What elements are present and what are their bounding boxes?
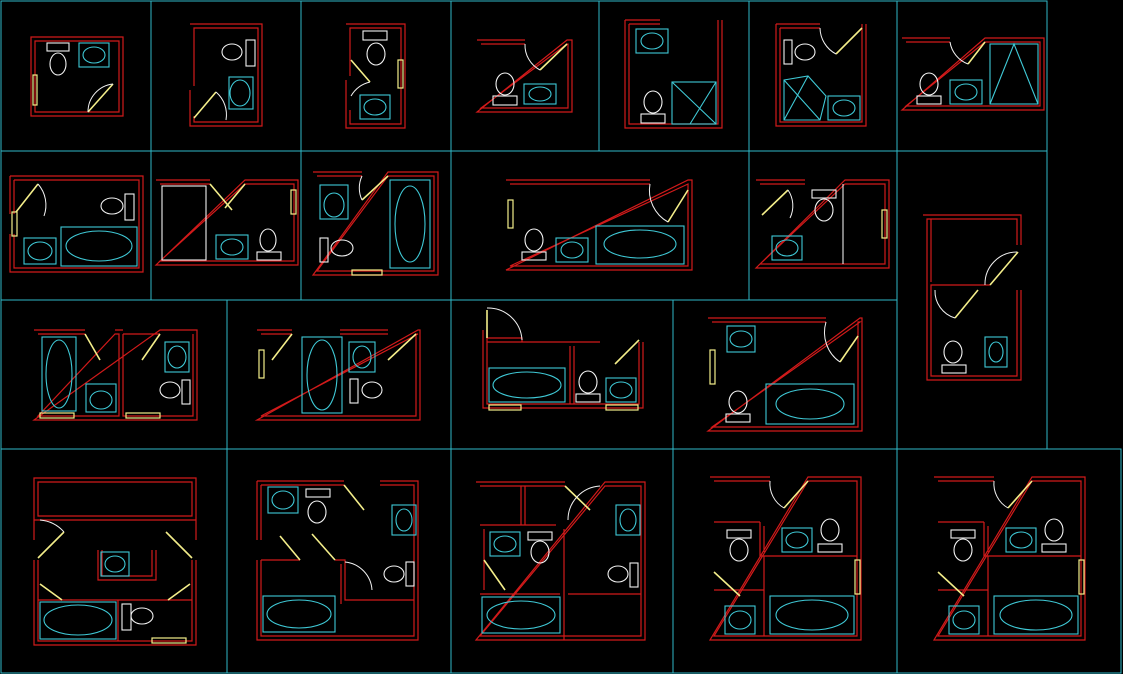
floor-plan-r3c3 [482, 307, 644, 411]
floor-plan-r1c1 [30, 36, 124, 117]
floor-plan-r4c5 [932, 476, 1086, 641]
floor-plan-r4c1 [33, 477, 197, 646]
floor-plan-r1c5 [624, 19, 723, 129]
floor-plan-r4c4 [708, 476, 862, 641]
floor-plan-r1c4 [475, 39, 573, 113]
floor-plan-r1c3 [345, 23, 406, 129]
floor-plan-r4c3 [474, 481, 646, 641]
floor-plan-r2c2 [154, 179, 299, 266]
floor-plan-r1c6 [775, 23, 867, 127]
floor-plan-r4c2 [256, 480, 419, 641]
floor-plan-r1c7 [900, 37, 1045, 111]
floor-plan-r1c2 [189, 23, 263, 127]
floor-plan-r3c1 [32, 329, 198, 421]
floor-plan-r2c5 [754, 179, 890, 269]
floor-plan-r2c3 [311, 171, 439, 276]
floor-plan-r2c4 [505, 179, 693, 271]
floor-plan-r3c4 [706, 317, 863, 432]
floor-plan-r2c6 [923, 214, 1022, 381]
floor-plan-r3c2 [254, 329, 421, 421]
floor-plan-r2c1 [9, 175, 144, 273]
